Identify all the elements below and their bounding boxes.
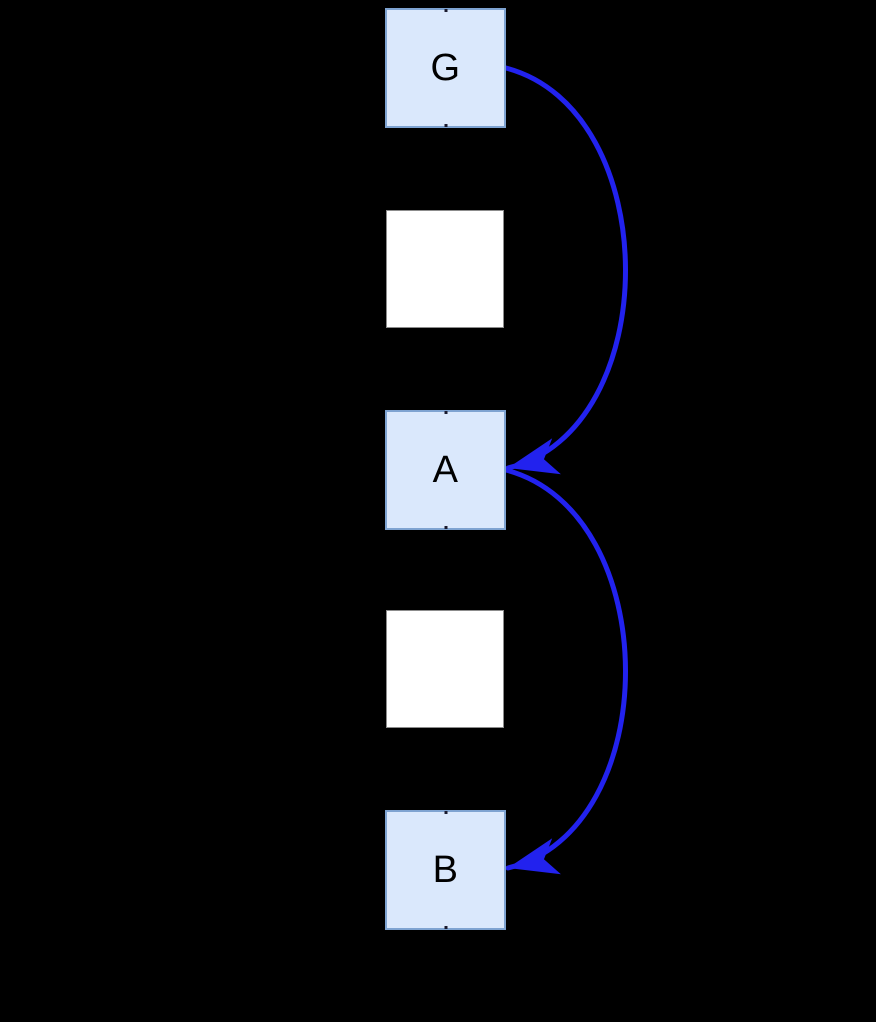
port-bottom-icon [444, 124, 447, 127]
node-g-label: G [430, 47, 461, 89]
node-a-label: A [432, 449, 459, 491]
node-b-label: B [432, 849, 459, 891]
port-top-icon [444, 411, 447, 414]
port-bottom-icon [444, 926, 447, 929]
node-b[interactable]: B [385, 810, 506, 930]
edge-g-a[interactable] [503, 65, 628, 475]
edge-a-b[interactable] [503, 467, 628, 875]
port-top-icon [444, 9, 447, 12]
node-blank-2[interactable] [386, 610, 504, 728]
node-a[interactable]: A [385, 410, 506, 530]
node-g[interactable]: G [385, 8, 506, 128]
node-blank-1[interactable] [386, 210, 504, 328]
port-bottom-icon [444, 526, 447, 529]
port-top-icon [444, 811, 447, 814]
